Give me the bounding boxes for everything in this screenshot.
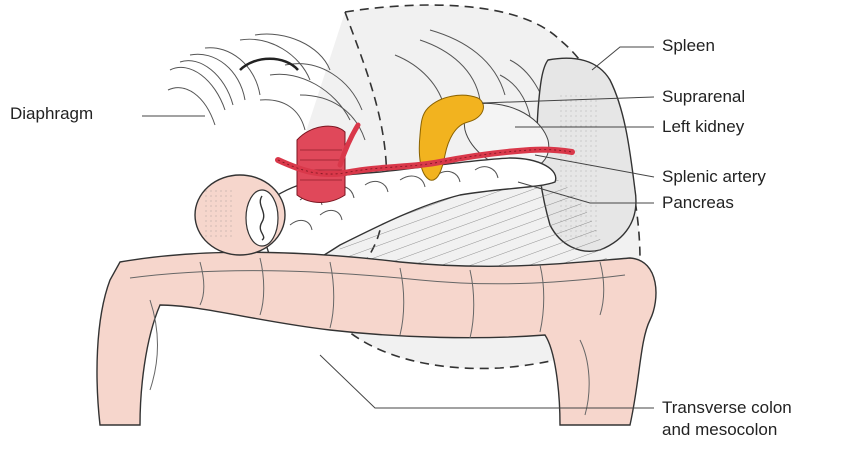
duodenum-lumen <box>246 190 278 246</box>
label-left-kidney: Left kidney <box>662 117 744 137</box>
label-splenic-artery: Splenic artery <box>662 167 766 187</box>
label-suprarenal: Suprarenal <box>662 87 745 107</box>
label-mesocolon: and mesocolon <box>662 420 777 440</box>
label-diaphragm: Diaphragm <box>10 104 93 124</box>
duodenum-dotted <box>205 190 235 240</box>
label-spleen: Spleen <box>662 36 715 56</box>
label-transverse-colon: Transverse colon <box>662 398 792 418</box>
label-pancreas: Pancreas <box>662 193 734 213</box>
